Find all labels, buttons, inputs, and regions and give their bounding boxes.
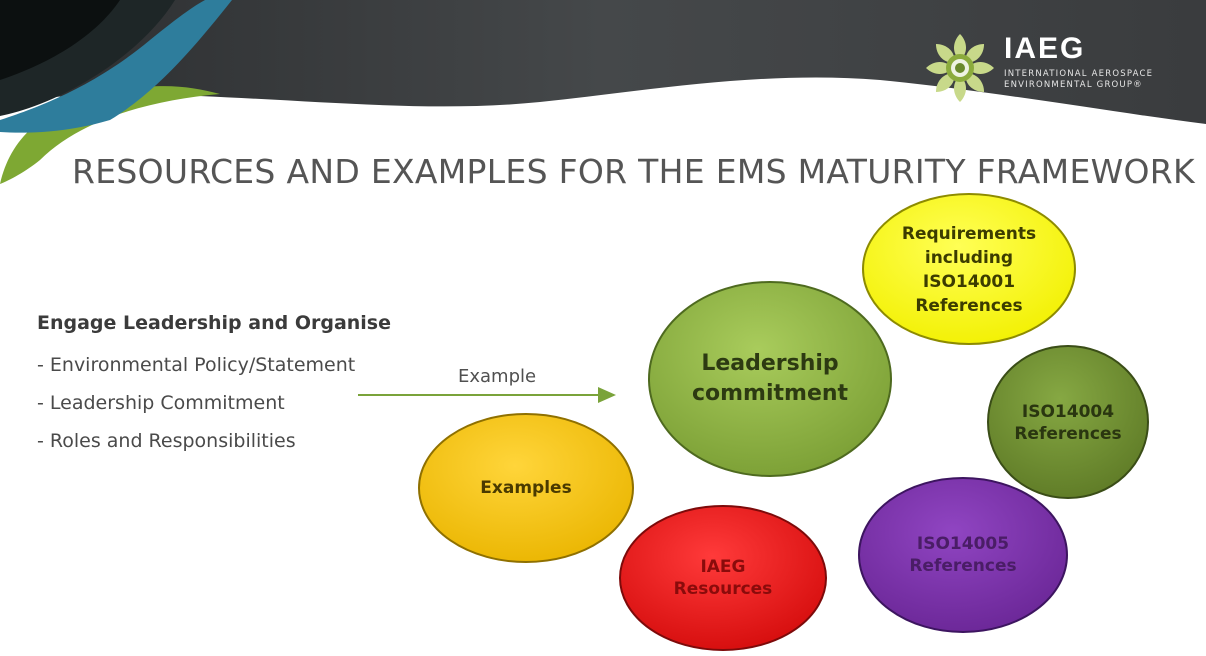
requirements-bubble [862,193,1076,345]
logo-subtitle-line-2: ENVIRONMENTAL GROUP® [1004,80,1143,90]
examples-bubble-label: Examples [480,478,572,498]
leadership-commitment-bubble-label: Leadership commitment [691,351,849,406]
iso14005-bubble-label: ISO14005 References [909,534,1017,576]
left-text-block: Engage Leadership and Organise - Environ… [37,312,391,460]
logo-subtitle: INTERNATIONAL AEROSPACE ENVIRONMENTAL GR… [1004,69,1153,91]
header-banner [0,0,1206,184]
left-item: - Roles and Responsibilities [37,430,296,452]
logo-wordmark: IAEG [1004,32,1086,65]
iaeg-logo: IAEG INTERNATIONAL AEROSPACE ENVIRONMENT… [920,28,1152,108]
example-connector-label: Example [458,366,537,387]
left-item: - Environmental Policy/Statement [37,354,356,376]
iaeg-resources-bubble [619,505,827,651]
iso14004-bubble [987,345,1149,499]
requirements-bubble-label: Requirements including ISO14001 Referenc… [901,224,1037,316]
iso14004-bubble-label: ISO14004 References [1014,402,1122,444]
leadership-commitment-bubble [648,281,892,477]
logo-emblem-icon [926,34,994,102]
slide-title: RESOURCES AND EXAMPLES FOR THE EMS MATUR… [72,152,1195,191]
left-heading: Engage Leadership and Organise [37,312,392,334]
iaeg-resources-bubble-label: IAEG Resources [673,557,773,599]
iso14005-bubble [858,477,1068,633]
examples-bubble [418,413,634,563]
logo-subtitle-line-1: INTERNATIONAL AEROSPACE [1004,69,1154,79]
left-item: - Leadership Commitment [37,392,285,414]
